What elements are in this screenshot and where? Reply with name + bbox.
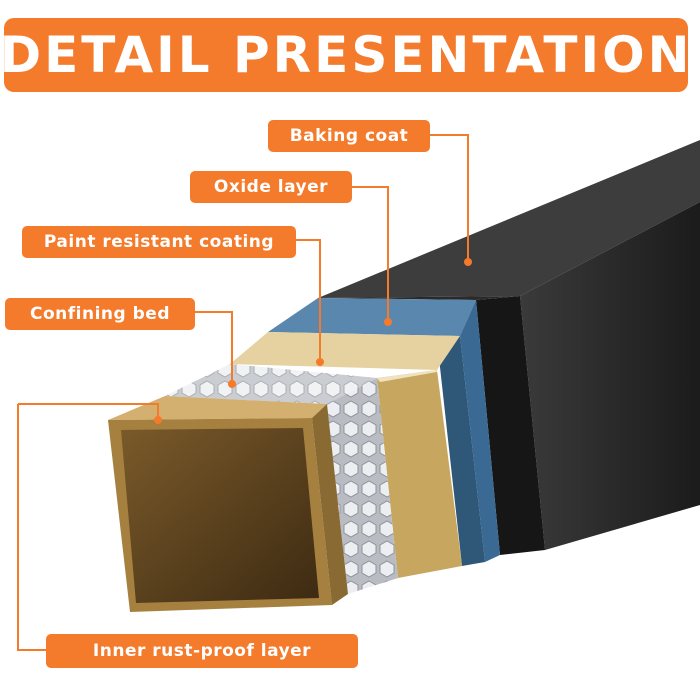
label-inner-rust-proof-layer: Inner rust-proof layer xyxy=(46,634,358,668)
leader-paint-resistant xyxy=(296,239,321,362)
leader-inner-rust-proof xyxy=(18,403,159,420)
label-oxide-layer: Oxide layer xyxy=(190,171,352,203)
label-paint-resistant-coating: Paint resistant coating xyxy=(22,226,296,258)
layer-paint-resistant xyxy=(230,332,462,578)
label-confining-bed: Confining bed xyxy=(5,298,195,330)
leader-baking-coat xyxy=(430,134,469,262)
layer-confining-bed xyxy=(165,364,398,594)
leader-confining-bed xyxy=(195,311,233,384)
leader-lines xyxy=(17,134,469,651)
page-title: DETAIL PRESENTATION xyxy=(0,26,693,84)
leader-oxide xyxy=(352,186,389,322)
layer-inner-rust-proof xyxy=(108,396,348,612)
leader-inner-rust-proof-down xyxy=(17,404,46,651)
label-baking-coat: Baking coat xyxy=(268,120,430,152)
layer-baking-coat xyxy=(318,140,700,555)
title-banner: DETAIL PRESENTATION xyxy=(0,18,689,92)
leader-dots xyxy=(154,258,472,424)
